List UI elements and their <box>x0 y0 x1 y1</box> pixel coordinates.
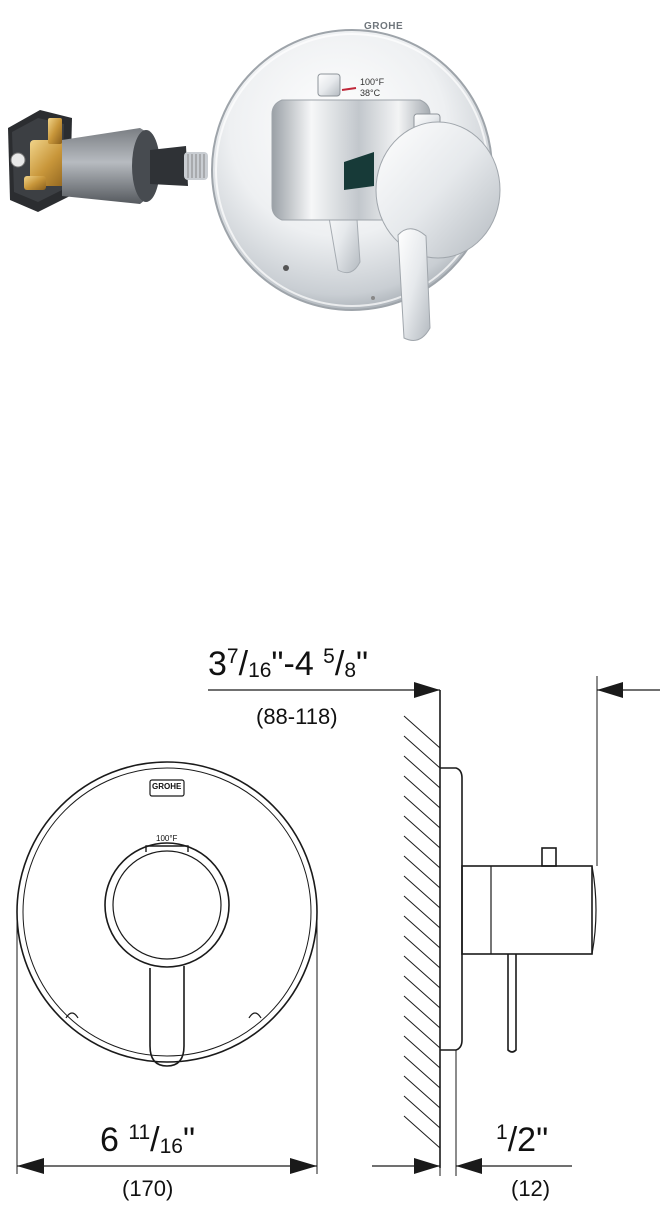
photo-temperature-fahrenheit: 100°F <box>360 77 385 87</box>
front-temperature-mark: 100°F <box>156 834 178 843</box>
depth-dimension-line <box>208 682 660 698</box>
side-lever <box>507 954 517 1053</box>
depth-whole: 3 <box>208 645 227 683</box>
plate-diameter-label: 6 11/16" <box>100 1121 196 1159</box>
front-knob-outer <box>104 842 230 968</box>
front-view <box>16 761 318 1174</box>
depth-den-b: 8 <box>344 659 356 682</box>
front-brand-mark: GROHE <box>152 782 182 791</box>
depth-num-b: 5 <box>323 645 335 668</box>
plate-diameter-metric: (170) <box>122 1176 174 1201</box>
depth-den-a: 16 <box>248 659 272 682</box>
side-plate <box>440 767 463 1051</box>
thickness-unit: " <box>536 1121 549 1159</box>
diameter-den: 16 <box>159 1135 183 1158</box>
thermostatic-trim <box>211 29 501 341</box>
diameter-dimension-line <box>17 1158 317 1174</box>
screw-hole-left <box>65 1012 79 1019</box>
front-brand-plate <box>149 779 185 797</box>
photo-temperature-celsius: 38°C <box>360 88 381 98</box>
side-body <box>461 865 593 955</box>
front-lever <box>149 966 185 1067</box>
screw-hole-right <box>248 1012 262 1019</box>
side-view <box>403 676 598 1176</box>
plate-thickness-label: 1/2" <box>496 1121 549 1159</box>
rough-in-valve <box>8 110 208 212</box>
thickness-num: 1 <box>496 1121 508 1144</box>
diameter-unit: " <box>182 1121 196 1159</box>
depth-unit: " <box>356 645 369 683</box>
plate-thickness-metric: (12) <box>511 1176 551 1201</box>
depth-range-metric: (88-118) <box>256 704 338 729</box>
side-stop <box>541 847 557 867</box>
diameter-whole: 6 <box>100 1121 129 1159</box>
depth-num-a: 7 <box>226 645 239 668</box>
depth-range-label: 37/16"-4 5/8" <box>208 645 369 683</box>
wall-hatching <box>403 715 441 1149</box>
thickness-dimension-line <box>372 1158 572 1174</box>
diameter-num: 11 <box>128 1121 151 1144</box>
thickness-den: 2 <box>517 1121 537 1159</box>
photo-brand-mark: GROHE <box>364 21 404 32</box>
front-knob-inner <box>112 850 222 960</box>
depth-separator: "-4 <box>271 645 324 683</box>
